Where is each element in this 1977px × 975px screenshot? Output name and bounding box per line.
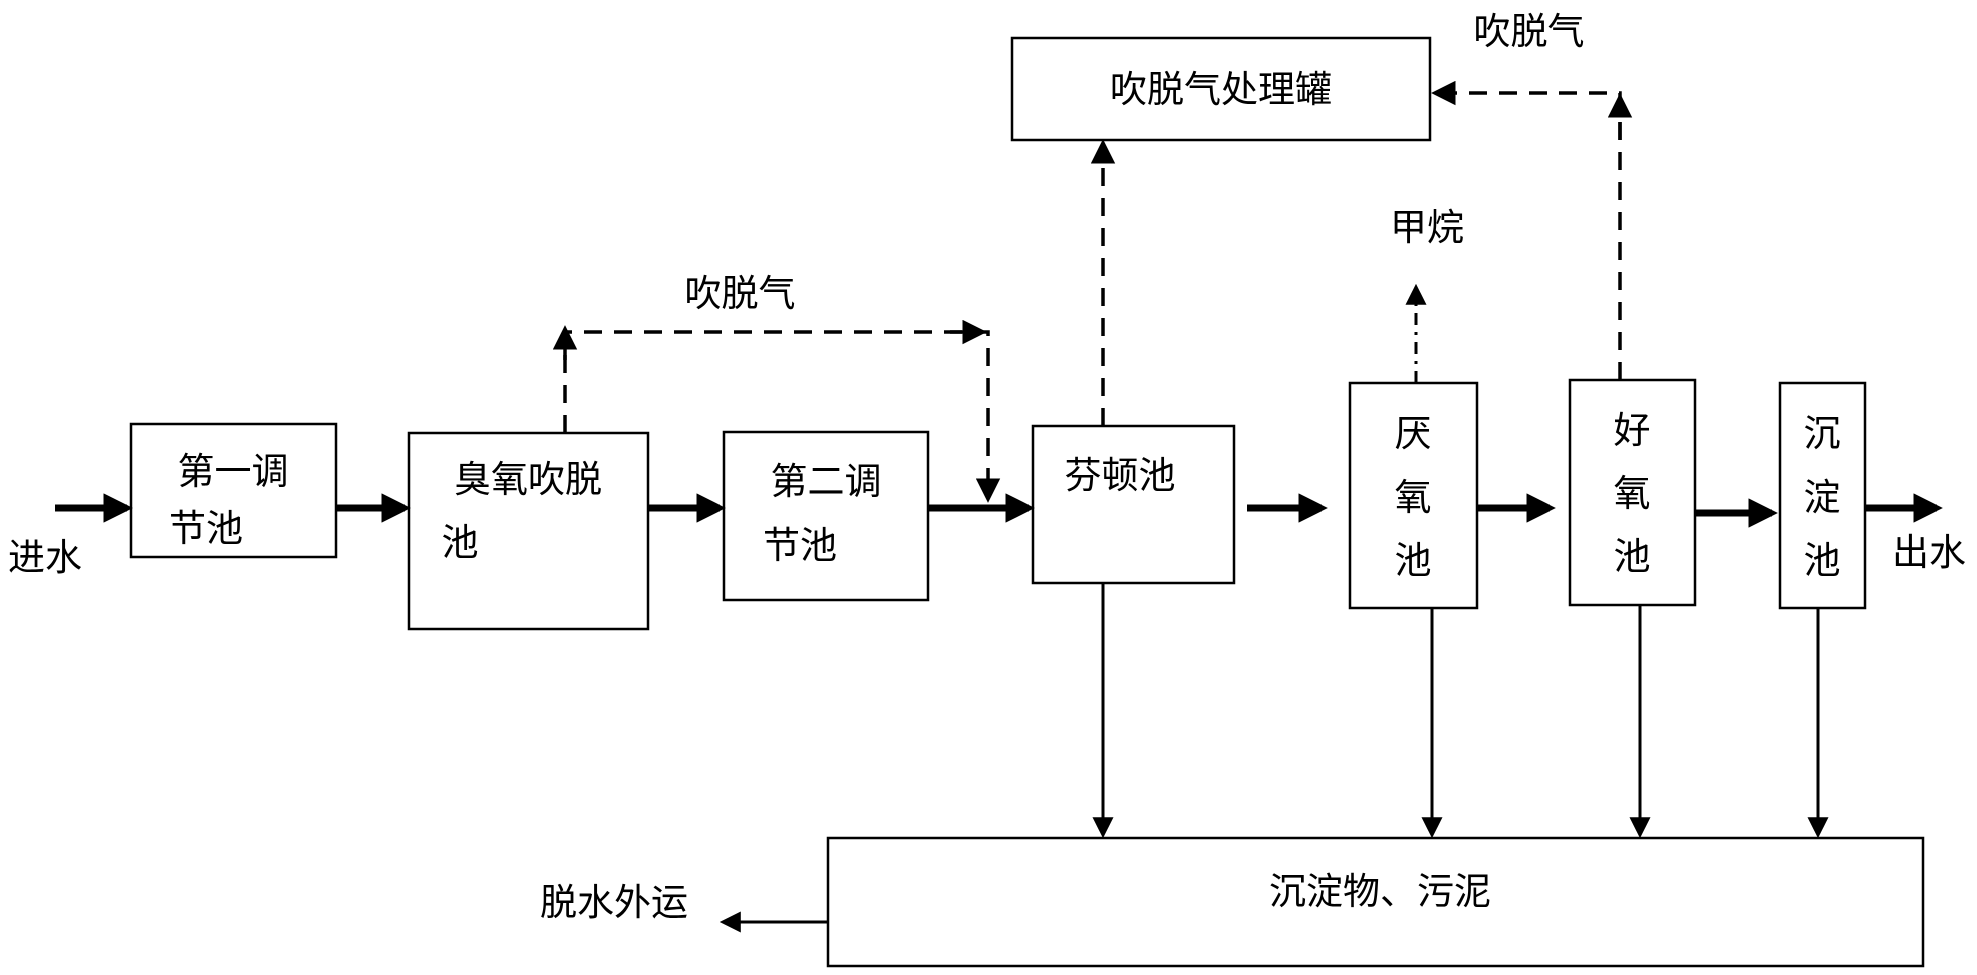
aerobic-tank-label-1: 好	[1614, 409, 1651, 452]
sedimentation-tank-label-3: 池	[1804, 539, 1841, 582]
aerobic-tank-label-3: 池	[1614, 535, 1651, 578]
sludge-tank-label: 沉淀物、污泥	[1269, 870, 1491, 913]
sludge-tank-box	[826, 836, 1925, 968]
anaerobic-tank-label-2: 氧	[1395, 476, 1432, 519]
second-adjust-tank-label-line1: 第二调	[771, 460, 882, 503]
anaerobic-tank-label-1: 厌	[1395, 412, 1432, 455]
fenton-tank-box	[1031, 424, 1236, 585]
aerobic-to-gas-tank-path	[1431, 80, 1622, 380]
ozone-stripping-tank-box	[407, 431, 650, 631]
second-adjust-tank-box	[722, 430, 930, 602]
first-adjust-tank-label-line1: 第一调	[178, 450, 289, 493]
stripping-gas-treatment-tank-box	[1010, 36, 1432, 142]
aerobic-tank-box	[1568, 378, 1697, 607]
sedimentation-tank-box	[1778, 381, 1867, 610]
fenton-tank-label: 芬顿池	[1065, 454, 1176, 497]
inlet-label: 进水	[8, 536, 82, 579]
first-adjust-tank-label-line2: 节池	[169, 507, 243, 550]
dewatering-label: 脱水外运	[540, 881, 688, 924]
anaerobic-tank-box	[1348, 381, 1479, 610]
stripping-gas-top-label: 吹脱气	[1474, 10, 1585, 53]
anaerobic-tank-label-3: 池	[1395, 539, 1432, 582]
aerobic-tank-label-2: 氧	[1614, 472, 1651, 515]
ozone-stripping-tank-label-line1: 臭氧吹脱	[454, 458, 602, 501]
methane-label: 甲烷	[1390, 206, 1464, 249]
stripping-gas-treatment-tank-label: 吹脱气处理罐	[1110, 68, 1332, 111]
sedimentation-tank-label-2: 淀	[1804, 476, 1841, 519]
stripping-gas-middle-label: 吹脱气	[685, 272, 796, 315]
ozone-stripping-tank-label-line2: 池	[442, 521, 479, 564]
outlet-label: 出水	[1892, 531, 1966, 574]
first-adjust-tank-box	[129, 422, 338, 559]
second-adjust-tank-label-line2: 节池	[763, 524, 837, 567]
stripping-gas-path-ozone	[563, 330, 1001, 503]
sedimentation-tank-label-1: 沉	[1804, 412, 1841, 455]
